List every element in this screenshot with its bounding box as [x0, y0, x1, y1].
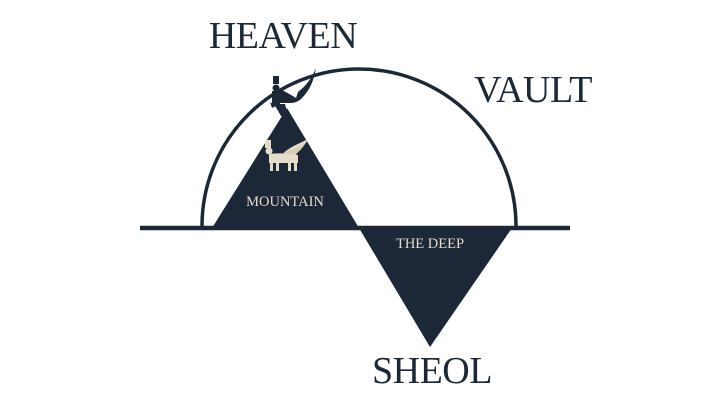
winged-deity-icon [270, 68, 316, 116]
heaven-label: HEAVEN [209, 15, 357, 57]
mountain-triangle [212, 108, 359, 228]
winged-bull-icon [265, 139, 308, 171]
vault-arc [200, 67, 518, 227]
mountain-label: MOUNTAIN [246, 194, 324, 210]
deep-label: THE DEEP [396, 236, 464, 252]
deep-triangle [359, 228, 512, 347]
sheol-label: SHEOL [372, 350, 492, 392]
vault-label: VAULT [474, 69, 592, 111]
